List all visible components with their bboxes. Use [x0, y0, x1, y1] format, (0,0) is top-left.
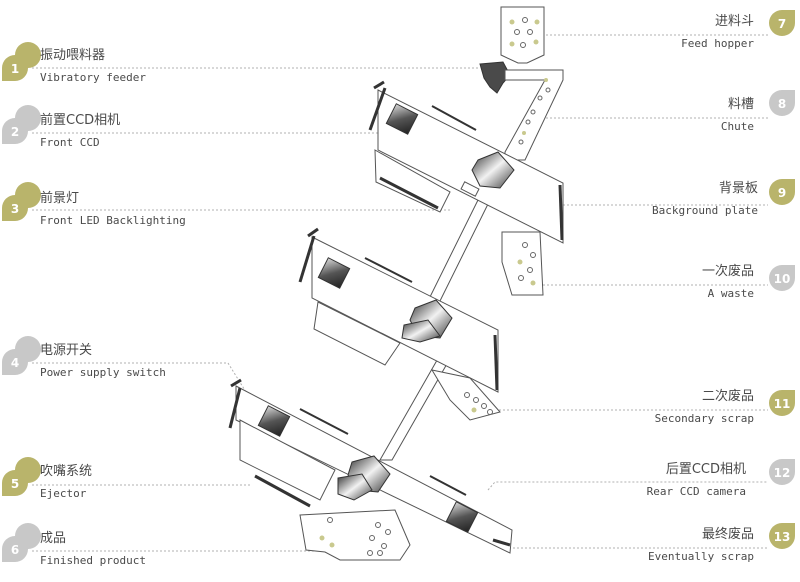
number-badge: 7 — [769, 10, 795, 36]
badge-number: 4 — [11, 356, 19, 370]
badge-number: 11 — [774, 397, 791, 411]
label-cn: 后置CCD相机 — [665, 462, 746, 477]
vibratory-feeder-shape — [479, 61, 511, 94]
label-cn: 二次废品 — [701, 389, 754, 404]
badge-shape — [769, 179, 795, 205]
badge-number: 1 — [11, 62, 19, 76]
stage2-box — [311, 236, 499, 393]
number-badge: 12 — [769, 459, 795, 485]
number-badge: 8 — [769, 90, 795, 116]
hopper-particles — [509, 17, 540, 48]
number-badge: 9 — [769, 179, 795, 205]
label-en: Vibratory feeder — [40, 71, 146, 84]
number-badge: 4 — [2, 336, 41, 375]
label-en: Background plate — [652, 204, 758, 217]
label-en: Power supply switch — [40, 366, 166, 379]
badge-number: 7 — [778, 17, 786, 31]
label-en: Ejector — [40, 487, 87, 500]
label-cn: 成品 — [40, 531, 67, 546]
badge-number: 10 — [774, 272, 791, 286]
label-en: Front CCD — [40, 136, 100, 149]
stage1-box — [377, 89, 564, 244]
badge-shape — [2, 182, 41, 221]
label-background-plate: 背景板 Background plate — [428, 181, 758, 218]
label-cn: 电源开关 — [40, 343, 93, 358]
machine — [228, 6, 564, 561]
badge-number: 6 — [11, 543, 19, 557]
label-en: Chute — [720, 120, 754, 133]
label-chute: 料槽 Chute — [424, 97, 754, 134]
number-badge: 3 — [2, 182, 41, 221]
label-feed-hopper: 进料斗 Feed hopper — [424, 14, 754, 51]
label-eventually-scrap: 最终废品 Eventually scrap — [424, 527, 754, 564]
label-en: Finished product — [40, 554, 146, 567]
label-vibratory-feeder: 振动喂料器 Vibratory feeder — [40, 48, 370, 85]
label-cn: 背景板 — [718, 181, 758, 196]
badge-number: 9 — [778, 186, 786, 200]
waste-bin-2 — [430, 369, 501, 421]
number-badge: 6 — [2, 523, 41, 562]
number-badge: 5 — [2, 457, 41, 496]
label-cn: 料槽 — [727, 97, 754, 112]
badge-number: 12 — [774, 466, 791, 480]
number-badge: 13 — [769, 523, 795, 549]
number-badge: 1 — [2, 42, 41, 81]
label-cn: 振动喂料器 — [40, 48, 106, 63]
badge-shape — [2, 336, 41, 375]
badge-shape — [769, 459, 795, 485]
label-front-ccd: 前置CCD相机 Front CCD — [40, 113, 370, 150]
label-cn: 进料斗 — [714, 14, 754, 29]
label-rear-ccd: 后置CCD相机 Rear CCD camera — [416, 462, 746, 499]
label-cn: 最终废品 — [701, 527, 754, 542]
waste-bin-1 — [501, 231, 544, 296]
label-en: A waste — [707, 287, 754, 300]
number-badge: 11 — [769, 390, 795, 416]
label-cn: 前置CCD相机 — [40, 113, 121, 128]
label-cn: 吹嘴系统 — [40, 464, 93, 479]
label-a-waste: 一次废品 A waste — [424, 264, 754, 301]
badge-shape — [2, 42, 41, 81]
badge-shape — [2, 105, 41, 144]
label-power-switch: 电源开关 Power supply switch — [40, 343, 370, 380]
label-en: Feed hopper — [681, 37, 754, 50]
badge-shape — [769, 265, 795, 291]
badge-shape — [769, 90, 795, 116]
label-finished-product: 成品 Finished product — [40, 531, 370, 568]
label-en: Rear CCD camera — [646, 485, 746, 498]
badge-number: 5 — [11, 477, 19, 491]
badge-number: 13 — [774, 530, 791, 544]
badge-shape — [769, 10, 795, 36]
label-en: Secondary scrap — [654, 412, 754, 425]
badge-number: 8 — [778, 97, 786, 111]
label-ejector: 吹嘴系统 Ejector — [40, 464, 370, 501]
badge-shape — [2, 457, 41, 496]
label-en: Eventually scrap — [648, 550, 754, 563]
badge-shape — [2, 523, 41, 562]
badge-number: 3 — [11, 202, 19, 216]
label-cn: 前景灯 — [40, 191, 80, 206]
label-front-led: 前景灯 Front LED Backlighting — [40, 191, 370, 228]
number-badge: 2 — [2, 105, 41, 144]
label-secondary-scrap: 二次废品 Secondary scrap — [424, 389, 754, 426]
badge-number: 2 — [11, 125, 19, 139]
leader-lines — [32, 34, 768, 552]
label-cn: 一次废品 — [701, 264, 754, 279]
badge-shape — [769, 390, 795, 416]
number-badge: 10 — [769, 265, 795, 291]
badge-shape — [769, 523, 795, 549]
label-en: Front LED Backlighting — [40, 214, 186, 227]
